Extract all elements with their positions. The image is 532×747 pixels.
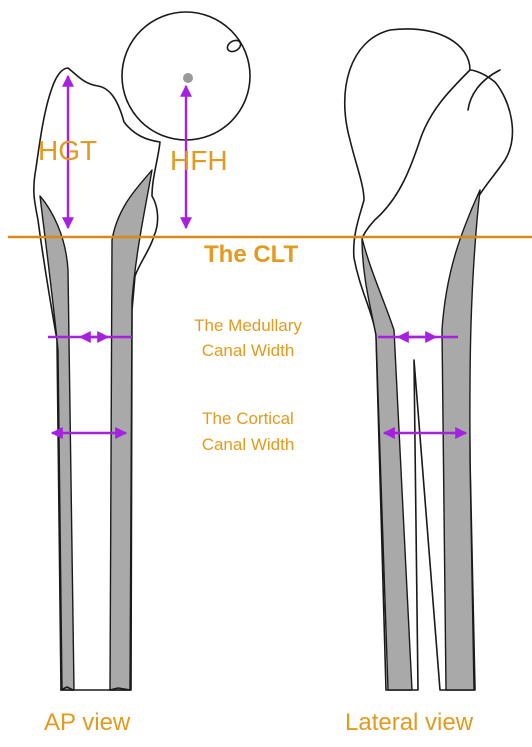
ap-head-center-dot [183,73,193,83]
lateral-view-label: Lateral view [345,709,474,736]
cortical-label-line1: The Cortical [202,409,294,428]
clt-label: The CLT [204,241,299,268]
medullary-label-line2: Canal Width [202,341,295,360]
hgt-label: HGT [38,135,97,166]
medullary-label-line1: The Medullary [194,316,302,335]
lateral-proximal-femur [345,29,513,690]
cortical-label-line2: Canal Width [202,435,295,454]
hfh-label: HFH [170,145,228,176]
lateral-view-femur [345,29,513,690]
ap-view-label: AP view [44,709,131,736]
